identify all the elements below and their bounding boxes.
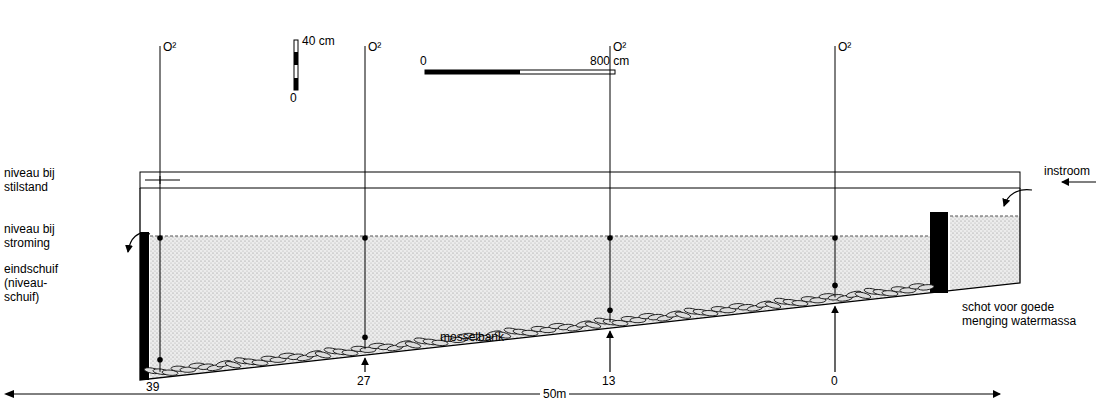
probe-line	[365, 46, 366, 349]
probe-point	[157, 235, 163, 241]
probe-point	[832, 283, 838, 289]
probe-line	[610, 46, 611, 322]
outflow-arrow	[128, 233, 150, 252]
part-label: mosselbank	[440, 330, 504, 344]
dimension-label: 50m	[540, 387, 569, 401]
tank-wall	[140, 188, 1020, 380]
scale-bar	[294, 40, 298, 90]
rest-level	[145, 176, 180, 184]
probe-point	[607, 235, 613, 241]
position-arrow	[364, 358, 365, 372]
dimension-line	[12, 394, 1000, 395]
flow-label: instroom	[1044, 164, 1090, 178]
position-number: 0	[831, 374, 838, 388]
scale-label: 0	[290, 91, 297, 105]
inflow-pour	[1004, 190, 1032, 206]
probe-point	[362, 235, 368, 241]
scale-label: 800 cm	[590, 54, 629, 68]
probe-label: O²	[838, 40, 851, 54]
part-label: schot voor goede menging watermassa	[962, 300, 1092, 328]
position-arrow	[609, 331, 610, 372]
water	[150, 236, 930, 379]
probe-point	[362, 334, 368, 340]
baffle	[930, 212, 948, 293]
scale-label: 40 cm	[302, 34, 335, 48]
position-arrow	[834, 306, 835, 372]
position-number: 13	[602, 374, 615, 388]
probe-point	[157, 357, 163, 363]
probe-line	[160, 46, 161, 372]
mussel-bed	[144, 283, 935, 376]
inflow-arrow	[1062, 181, 1096, 182]
water	[950, 216, 1020, 291]
tank-top	[140, 172, 1020, 188]
oxygen-probes	[157, 46, 838, 372]
level-label: niveau bij stroming	[4, 222, 82, 250]
position-number: 27	[357, 374, 370, 388]
level-label: niveau bij stilstand	[4, 166, 90, 194]
gate-label: eindschuif (niveau- schuif)	[4, 262, 82, 304]
end-gate	[140, 232, 149, 380]
probe-label: O²	[163, 40, 176, 54]
probe-label: O²	[368, 40, 381, 54]
scale-label: 0	[420, 54, 427, 68]
scale-bar	[425, 70, 615, 74]
position-number: 39	[146, 380, 159, 394]
probe-label: O²	[613, 40, 626, 54]
probe-point	[607, 307, 613, 313]
probe-point	[832, 235, 838, 241]
mussel-shell	[918, 284, 935, 291]
probe-line	[835, 46, 836, 297]
